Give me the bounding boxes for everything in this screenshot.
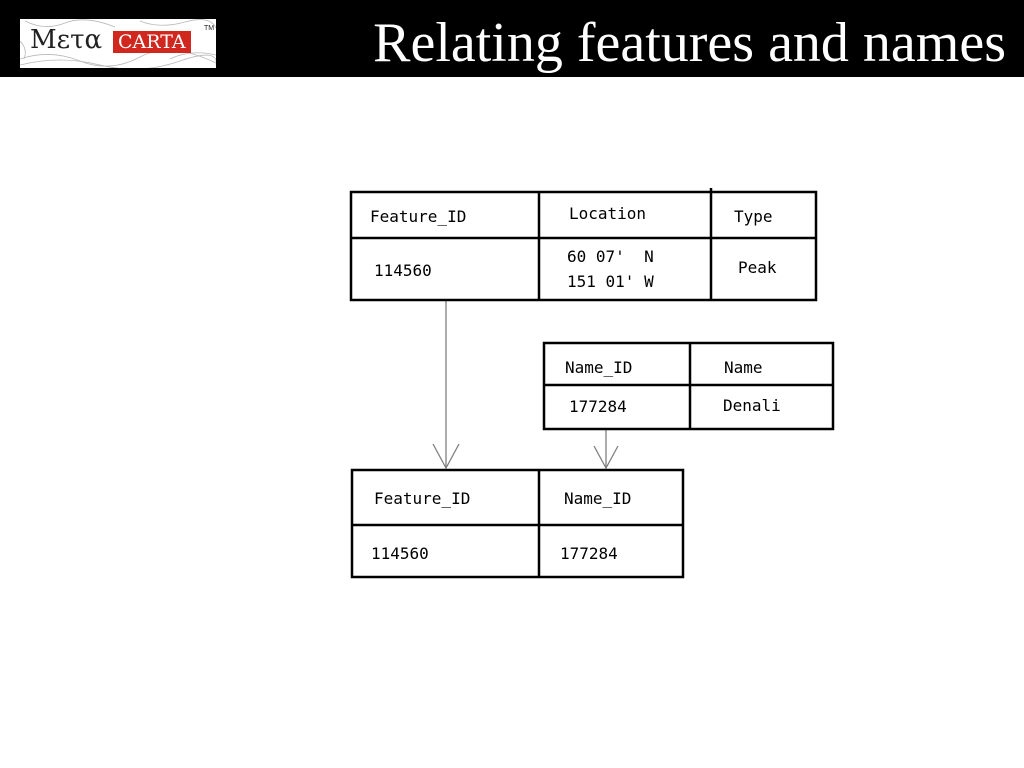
feature-table-header-location: Location xyxy=(569,204,646,223)
name-table-cell-name: Denali xyxy=(723,396,781,415)
name-table-cell-name-id: 177284 xyxy=(569,397,627,416)
arrow-name-to-link xyxy=(593,430,619,470)
title-bar: Μετα CARTA TM Relating features and name… xyxy=(0,0,1024,77)
feature-table-cell-feature-id: 114560 xyxy=(374,261,432,280)
arrow-feature-to-link xyxy=(432,300,460,470)
feature-table-cell-type: Peak xyxy=(738,258,777,277)
logo-brand-text: CARTA xyxy=(113,31,191,53)
link-table-cell-name-id: 177284 xyxy=(560,544,618,563)
logo-trademark: TM xyxy=(204,25,215,32)
link-table-header-name-id: Name_ID xyxy=(564,489,631,508)
link-table-cell-feature-id: 114560 xyxy=(371,544,429,563)
logo-greek-text: Μετα xyxy=(30,25,103,55)
feature-table-cell-location-lat: 60 07' N xyxy=(567,247,654,266)
slide-title: Relating features and names xyxy=(373,12,1006,74)
link-table: Feature_ID Name_ID 114560 177284 xyxy=(350,468,685,579)
feature-table-header-type: Type xyxy=(734,207,773,226)
name-table-header-name-id: Name_ID xyxy=(565,358,632,377)
feature-table-header-feature-id: Feature_ID xyxy=(370,207,466,226)
feature-table: Feature_ID Location Type 114560 60 07' N… xyxy=(349,188,818,302)
feature-table-cell-location-lon: 151 01' W xyxy=(567,272,654,291)
feature-table-border xyxy=(349,190,818,302)
metacarta-logo: Μετα CARTA TM xyxy=(20,19,216,68)
link-table-border xyxy=(350,468,685,579)
name-table-header-name: Name xyxy=(724,358,763,377)
name-table: Name_ID Name 177284 Denali xyxy=(542,341,835,431)
arrows xyxy=(432,300,619,470)
link-table-header-feature-id: Feature_ID xyxy=(374,489,470,508)
